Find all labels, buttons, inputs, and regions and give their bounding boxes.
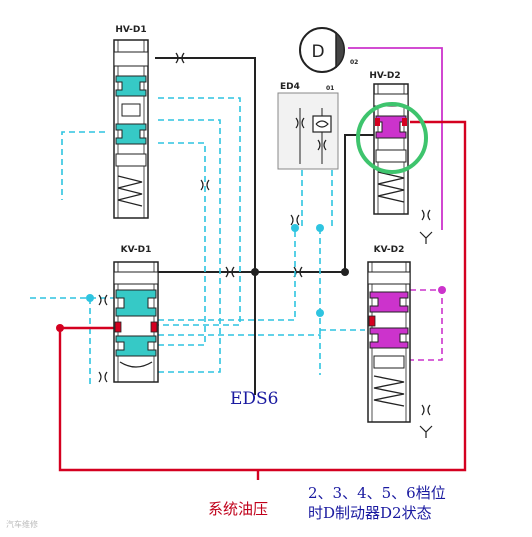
brake-d-symbol: D 02 [299,27,358,73]
valve-hv-d2: HV-D2 [356,71,433,244]
cyan-junction-dots [86,224,324,317]
gear-state-caption-line1: 2、3、4、5、6档位 [308,484,446,502]
orifice-symbols-cyan [98,179,300,383]
d-brake-lines-magenta [348,47,443,361]
d-symbol-label: D [311,42,324,62]
port-01-label: 01 [326,85,334,92]
eds6-label: EDS6 [230,389,279,409]
system-pressure-line-red [58,120,467,480]
kv-d1-label: KV-D1 [121,245,152,255]
gear-state-caption-line2: 时D制动器D2状态 [308,504,432,522]
system-pressure-caption: 系统油压 [208,500,268,518]
valve-kv-d2: KV-D2 [367,245,433,438]
red-junction-dot [56,324,64,332]
hv-d1-label: HV-D1 [115,25,146,35]
solenoid-ed4: ED4 01 [277,82,339,170]
valve-kv-d1: KV-D1 [113,245,159,383]
hv-d2-label: HV-D2 [369,71,400,81]
magenta-junction-dot [438,286,446,294]
valve-hv-d1: HV-D1 [113,25,149,219]
junction-dots [251,268,349,276]
ed4-label: ED4 [280,82,300,92]
watermark: 汽车维修 [6,519,38,529]
solenoid-coil-icon [312,115,332,133]
highlight-circle [356,102,428,174]
port-02-label: 02 [350,59,358,66]
control-lines-cyan [30,97,365,388]
kv-d2-label: KV-D2 [374,245,405,255]
